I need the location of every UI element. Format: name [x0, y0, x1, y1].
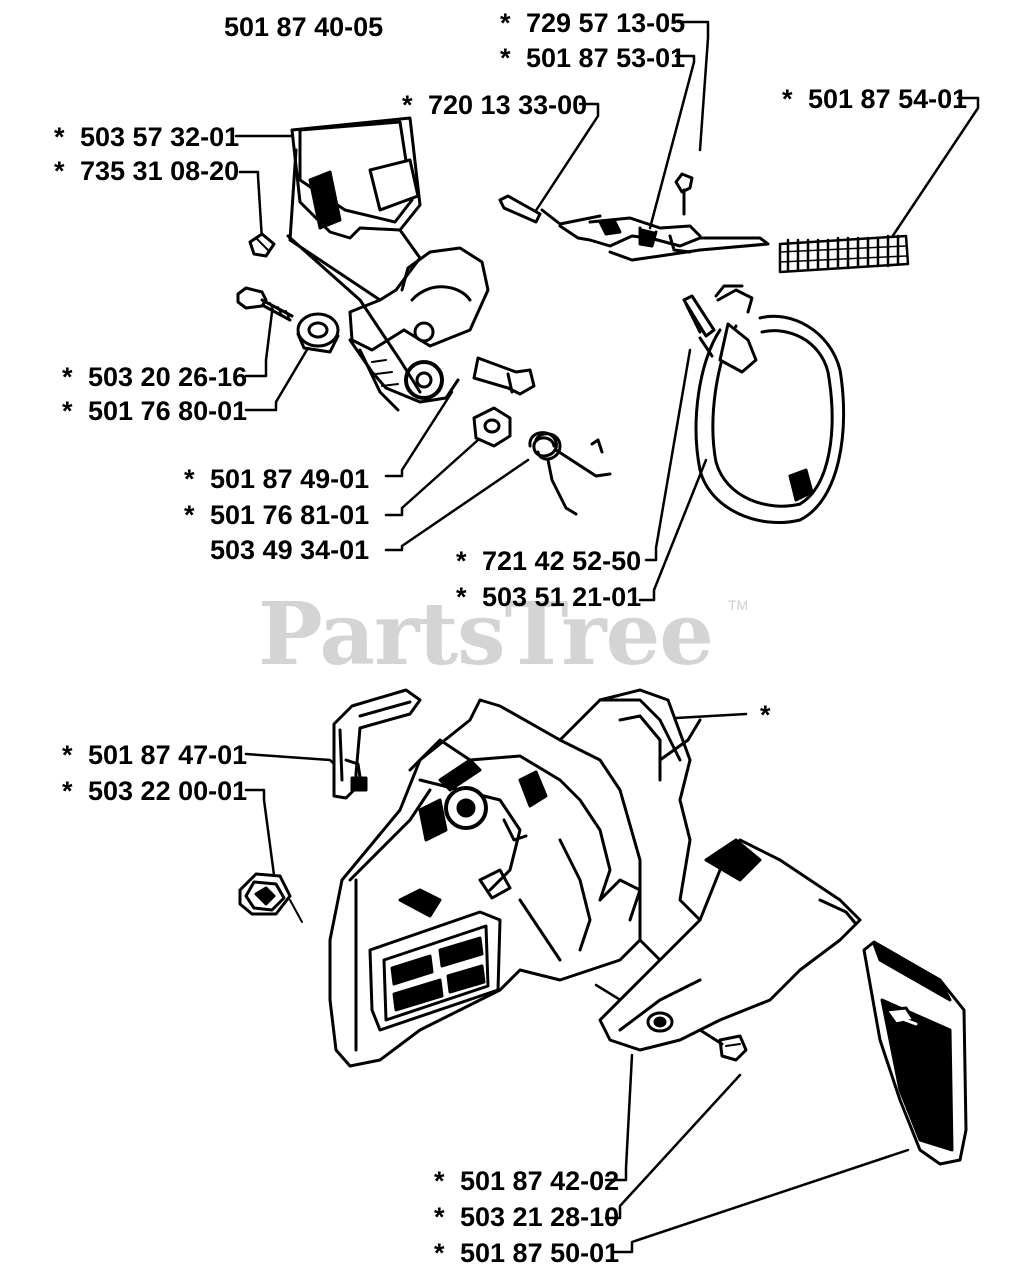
star-marker: *	[434, 1166, 445, 1196]
part-label-503-21-28-10[interactable]: 503 21 28-10	[460, 1202, 620, 1232]
part-label-503-49-34-01[interactable]: 503 49 34-01	[210, 535, 370, 565]
part-label-501-87-42-02[interactable]: 501 87 42-02	[460, 1166, 620, 1196]
nut-503-22-00-01-drawing	[238, 872, 303, 923]
coil-spring-501-87-54-01-drawing	[778, 234, 910, 274]
brake-rod-drawing	[498, 172, 770, 262]
part-label-503-22-00-01[interactable]: 503 22 00-01	[88, 776, 248, 806]
part-label-501-76-81-01[interactable]: 501 76 81-01	[210, 500, 370, 530]
bracket-501-87-47-01-drawing	[332, 688, 422, 800]
trademark-symbol: TM	[728, 597, 749, 613]
star-marker: *	[62, 396, 73, 426]
chain-brake-handle-drawing	[286, 116, 490, 412]
star-marker: *	[760, 700, 771, 730]
brake-band-503-51-21-01-drawing	[682, 284, 846, 525]
part-label-735-31-08-20[interactable]: 735 31 08-20	[80, 156, 240, 186]
star-marker: *	[54, 122, 65, 152]
plate-501-87-42-02-drawing	[598, 838, 862, 1052]
part-label-501-87-47-01[interactable]: 501 87 47-01	[88, 740, 248, 770]
clutch-cover-drawing	[328, 688, 702, 1068]
pin-721-42-52-50-drawing	[684, 302, 702, 334]
star-marker: *	[184, 464, 195, 494]
cover-501-87-50-01-drawing	[862, 940, 968, 1166]
star-marker: *	[62, 362, 73, 392]
star-marker: *	[456, 546, 467, 576]
star-marker: *	[434, 1202, 445, 1232]
star-marker: *	[500, 43, 511, 73]
part-label-503-20-26-16[interactable]: 503 20 26-16	[88, 362, 248, 392]
star-marker: *	[782, 84, 793, 114]
star-marker: *	[54, 156, 65, 186]
part-label-729-57-13-05[interactable]: 729 57 13-05	[526, 8, 686, 38]
part-label-503-51-21-01[interactable]: 503 51 21-01	[482, 582, 642, 612]
part-label-720-13-33-00[interactable]: 720 13 33-00	[428, 90, 588, 120]
part-label-501-87-49-01[interactable]: 501 87 49-01	[210, 464, 370, 494]
part-label-721-42-52-50[interactable]: 721 42 52-50	[482, 546, 642, 576]
assembly-number: 501 87 40-05	[224, 12, 384, 42]
star-marker: *	[402, 90, 413, 120]
part-label-501-87-50-01[interactable]: 501 87 50-01	[460, 1238, 620, 1268]
part-label-501-87-54-01[interactable]: 501 87 54-01	[808, 84, 968, 114]
star-marker: *	[62, 776, 73, 806]
screw-503-21-28-10-drawing	[698, 1028, 748, 1062]
star-marker: *	[500, 8, 511, 38]
star-marker: *	[434, 1238, 445, 1268]
star-marker: *	[456, 582, 467, 612]
star-marker: *	[184, 500, 195, 530]
nut-501-76-81-01-drawing	[472, 406, 512, 448]
spring-503-49-34-01-drawing	[528, 431, 612, 516]
part-label-503-57-32-01[interactable]: 503 57 32-01	[80, 122, 240, 152]
part-label-501-87-53-01[interactable]: 501 87 53-01	[526, 43, 686, 73]
screw-503-20-26-16-drawing	[236, 286, 294, 322]
star-marker: *	[62, 740, 73, 770]
spacer-501-76-80-01-drawing	[296, 312, 340, 354]
part-label-501-76-80-01[interactable]: 501 76 80-01	[88, 396, 248, 426]
partstree-watermark: PartsTree	[258, 584, 714, 685]
clip-735-drawing	[248, 232, 276, 258]
bolt-501-87-49-01-drawing	[472, 356, 536, 396]
